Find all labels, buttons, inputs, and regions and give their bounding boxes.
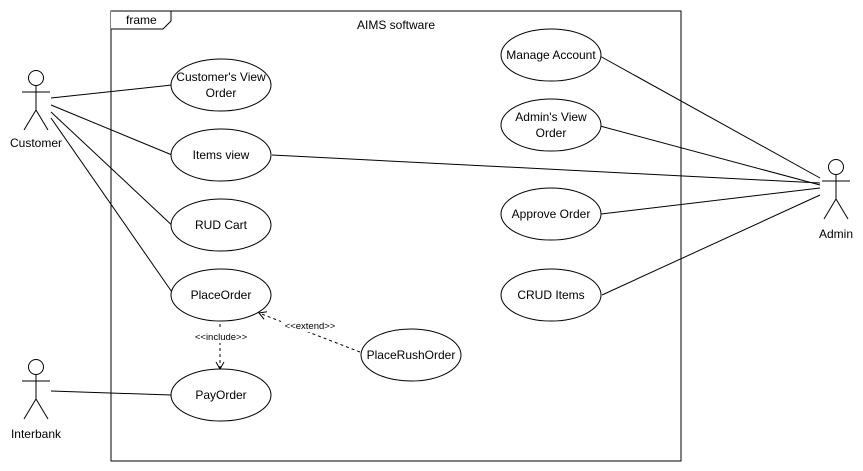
assoc-admin-crud-items xyxy=(601,194,821,296)
assoc-customer-rud-cart xyxy=(50,111,178,231)
usecase-label: CRUD Items xyxy=(517,288,584,302)
usecase-label: PlaceOrder xyxy=(191,288,252,302)
usecase-label: RUD Cart xyxy=(195,218,248,232)
usecase-label: Approve Order xyxy=(512,207,591,221)
usecase-label: PayOrder xyxy=(195,388,246,402)
usecase-rud-cart: RUD Cart xyxy=(170,198,272,252)
usecase-items-view: Items view xyxy=(170,128,272,182)
usecase-approve-order: Approve Order xyxy=(500,187,602,241)
usecase-crud-items: CRUD Items xyxy=(500,268,602,322)
usecase-label: Customer's View xyxy=(176,70,266,84)
usecase-label: Order xyxy=(536,126,567,140)
usecase-label: Items view xyxy=(193,148,250,162)
assoc-admin-approve-order xyxy=(600,187,821,215)
usecase-customers-view-order: Customer's View Order xyxy=(170,58,272,112)
frame-tag-box xyxy=(111,10,172,30)
usecase-place-rush-order: PlaceRushOrder xyxy=(360,328,462,382)
usecase-label: Order xyxy=(206,86,237,100)
usecase-label: Admin's View xyxy=(515,110,587,124)
system-frame: frame AIMS software xyxy=(110,10,682,462)
assoc-customer-items-view xyxy=(50,104,173,156)
usecase-place-order: PlaceOrder xyxy=(170,268,272,322)
extend-relation: <<extend>> xyxy=(258,311,361,353)
associations xyxy=(50,54,821,396)
actor-label: Interbank xyxy=(11,427,62,441)
actor-admin: Admin xyxy=(819,159,853,241)
system-title: AIMS software xyxy=(357,18,435,32)
actor-label: Customer xyxy=(10,136,62,150)
actor-customer: Customer xyxy=(10,70,62,150)
frame-tag-label: frame xyxy=(126,13,157,27)
actor-interbank: Interbank xyxy=(11,359,62,441)
usecase-pay-order: PayOrder xyxy=(170,368,272,422)
assoc-admin-view-order xyxy=(599,125,821,186)
usecase-label: PlaceRushOrder xyxy=(367,348,456,362)
usecase-label: Manage Account xyxy=(506,48,596,62)
actor-label: Admin xyxy=(819,227,853,241)
assoc-admin-items-view xyxy=(271,154,821,184)
usecase-admins-view-order: Admin's View Order xyxy=(500,98,602,152)
usecase-manage-account: Manage Account xyxy=(500,28,602,82)
include-label: <<include>> xyxy=(195,332,248,343)
assoc-admin-manage-account xyxy=(597,54,821,179)
extend-label: <<extend>> xyxy=(285,321,336,332)
assoc-interbank-pay-order xyxy=(50,390,172,396)
assoc-customer-place-order xyxy=(50,117,175,296)
include-relation: <<include>> xyxy=(190,318,252,371)
assoc-customer-view-order xyxy=(50,84,173,99)
